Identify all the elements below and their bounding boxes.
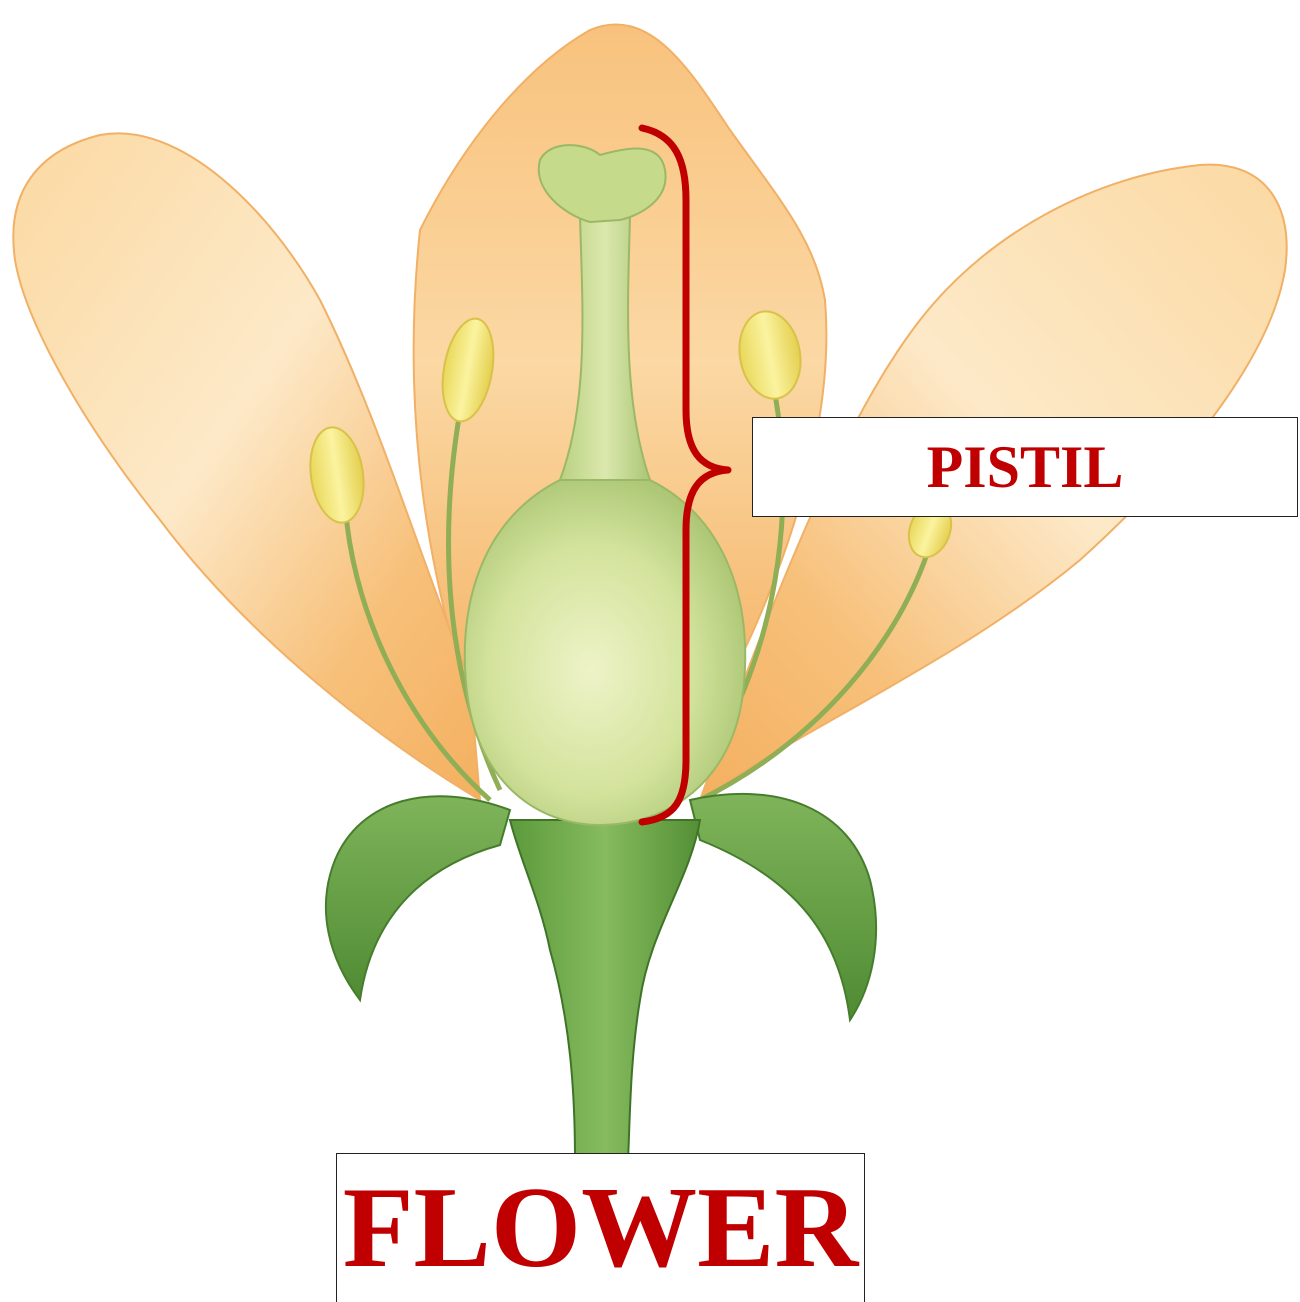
sepal-right: [690, 794, 876, 1020]
pistil-label-text: PISTIL: [927, 433, 1124, 502]
flower-title: FLOWER: [336, 1153, 865, 1302]
pistil-label: PISTIL: [752, 417, 1298, 517]
stem: [510, 820, 700, 1160]
sepal-left: [326, 796, 510, 1000]
pistil-ovary: [465, 480, 746, 825]
flower-title-text: FLOWER: [343, 1162, 859, 1295]
